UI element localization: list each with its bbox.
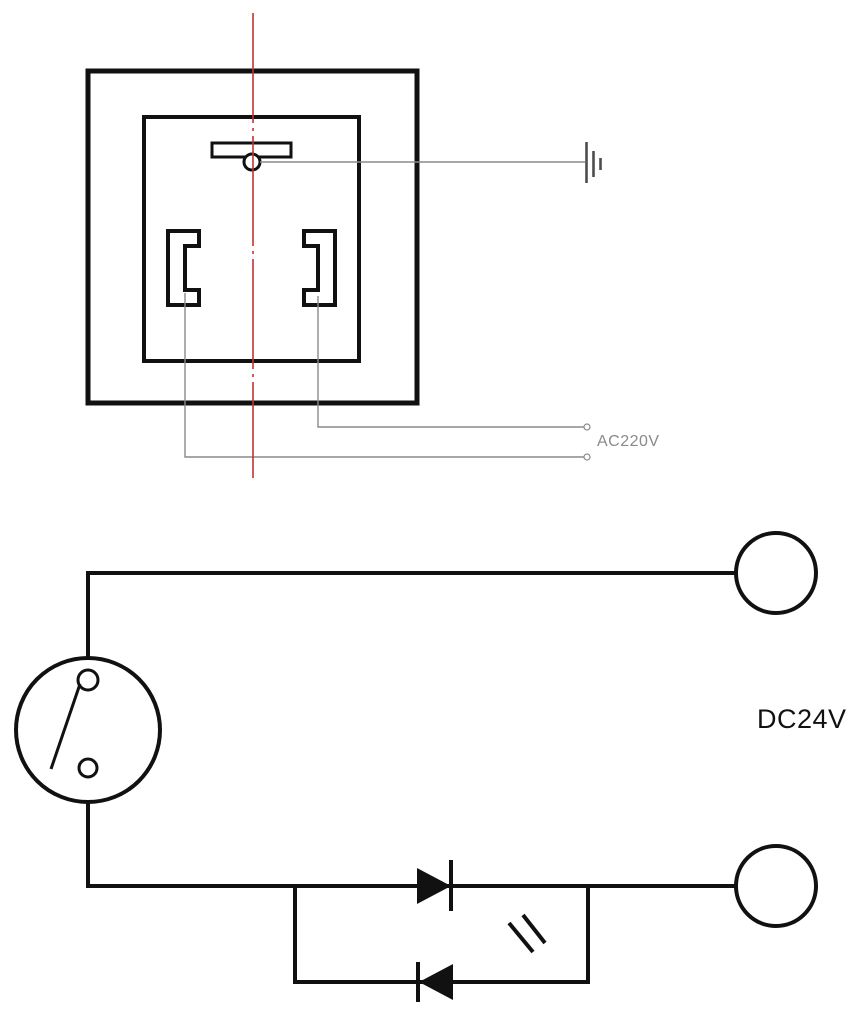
- left-contact-slot: [166, 229, 201, 307]
- ground-pin-circle: [242, 152, 262, 172]
- ac-terminal-dot-top: [583, 423, 591, 431]
- reverse-diode-triangle: [419, 964, 453, 1000]
- indicator-slash-1: [507, 921, 535, 954]
- supply-terminal-top: [734, 531, 818, 615]
- switch-contact-bottom: [77, 757, 99, 779]
- reverse-diode: [416, 962, 453, 1002]
- top-wire: [86, 571, 736, 660]
- bypass-branch: [293, 886, 590, 984]
- switch-symbol: [14, 656, 162, 804]
- switch-lever: [49, 683, 82, 770]
- live-lead-line: [317, 296, 584, 428]
- forward-diode-triangle: [417, 868, 451, 904]
- bottom-wire: [86, 802, 736, 888]
- socket-body: [142, 115, 361, 363]
- indicator-slash-icon: [507, 913, 547, 954]
- earth-ground-icon: [585, 142, 602, 183]
- supply-terminal-bottom: [734, 844, 818, 928]
- indicator-slash-2: [521, 913, 547, 945]
- socket-front-view: AC220V: [85, 13, 660, 478]
- right-contact-slot: [302, 229, 337, 307]
- forward-diode: [417, 860, 453, 911]
- neutral-lead-line: [184, 293, 584, 458]
- control-circuit: DC24V: [14, 531, 847, 1002]
- ac-voltage-label: AC220V: [597, 433, 660, 450]
- dc-voltage-label: DC24V: [757, 704, 847, 734]
- ac-terminal-dot-bottom: [583, 453, 591, 461]
- switch-contact-top: [76, 668, 100, 692]
